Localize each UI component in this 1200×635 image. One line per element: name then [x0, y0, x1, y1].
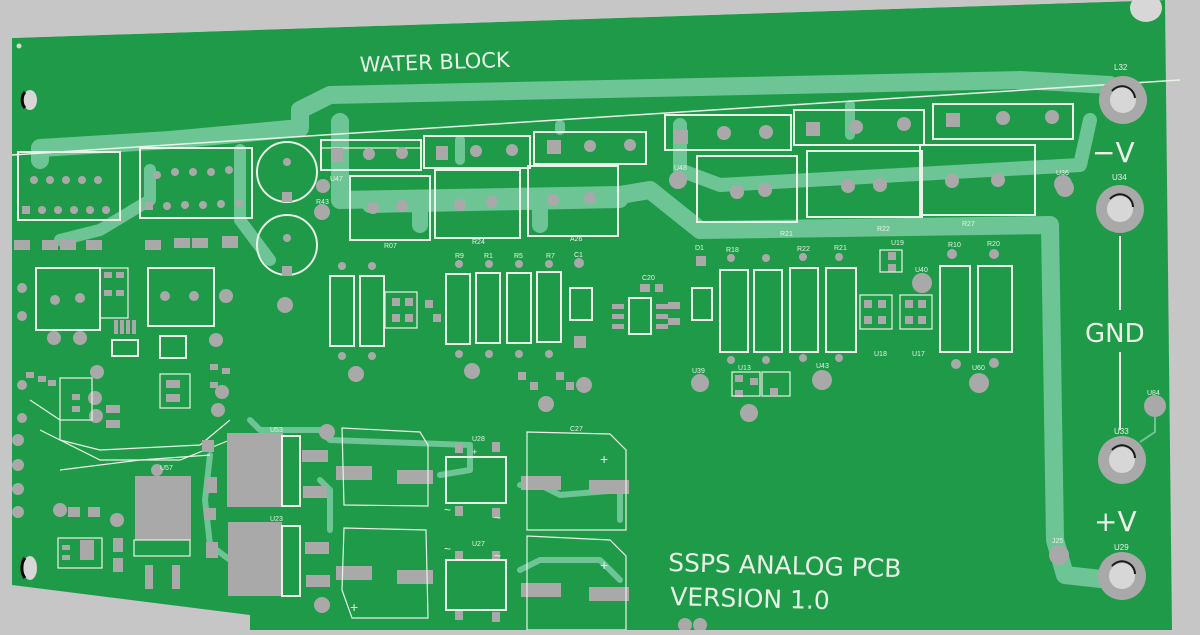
svg-text:+: + [350, 599, 358, 615]
terminal-ref-u33: U33 [1114, 427, 1129, 436]
electrolytic-capacitors [256, 141, 330, 313]
svg-text:U40: U40 [915, 267, 928, 274]
svg-text:C1: C1 [574, 252, 583, 259]
svg-text:R22: R22 [877, 226, 890, 233]
svg-text:+: + [472, 447, 477, 457]
smd-cluster-left [26, 267, 231, 471]
product-version: VERSION 1.0 [670, 582, 830, 615]
board-title: WATER BLOCK [359, 48, 511, 77]
terminal-l32[interactable]: L32 [1099, 63, 1147, 124]
reference-designators: U84 J25 U36 U48 R18 R21 R22 R10 R20 U19 … [160, 165, 1160, 548]
svg-text:R24: R24 [472, 239, 485, 246]
svg-text:R5: R5 [514, 253, 523, 260]
svg-text:R21: R21 [834, 245, 847, 252]
terminal-label-pos: +V [1094, 505, 1137, 538]
terminal-ref-l32: L32 [1114, 63, 1128, 72]
svg-text:U47: U47 [330, 176, 343, 183]
svg-text:~: ~ [444, 542, 451, 556]
svg-text:J25: J25 [1052, 538, 1063, 545]
terminal-u29[interactable]: U29 [1098, 543, 1146, 600]
terminal-label-gnd: GND [1085, 319, 1145, 349]
svg-text:R21: R21 [780, 231, 793, 238]
svg-text:R7: R7 [546, 253, 555, 260]
terminal-u33[interactable]: U33 [1098, 427, 1146, 484]
svg-text:C20: C20 [642, 275, 655, 282]
test-points-right [1049, 175, 1166, 565]
resistor-array-left [329, 249, 1013, 422]
svg-text:R18: R18 [726, 247, 739, 254]
bottom-left-module [53, 476, 191, 589]
svg-text:A26: A26 [570, 236, 583, 243]
svg-text:U13: U13 [738, 365, 751, 372]
terminal-u34[interactable]: U34 [1096, 173, 1144, 233]
svg-text:~: ~ [444, 503, 451, 517]
svg-text:U60: U60 [972, 365, 985, 372]
regulator-row-top [320, 103, 1074, 171]
svg-text:U17: U17 [912, 351, 925, 358]
copper-traces [31, 71, 1129, 589]
svg-text:R07: R07 [384, 243, 397, 250]
svg-text:U27: U27 [472, 541, 485, 548]
power-stage-bottom: + + + + ~ ~ ~ ~ [151, 424, 707, 632]
svg-text:U48: U48 [674, 165, 687, 172]
terminal-ref-u29: U29 [1114, 543, 1129, 552]
svg-text:D1: D1 [695, 245, 704, 252]
svg-text:U53: U53 [270, 427, 283, 434]
svg-text:U19: U19 [891, 240, 904, 247]
terminal-ref-u34: U34 [1112, 173, 1127, 182]
svg-text:+: + [600, 557, 608, 573]
svg-text:C27: C27 [570, 426, 583, 433]
product-name: SSPS ANALOG PCB [668, 548, 902, 583]
mounting-holes [16, 0, 1162, 580]
svg-text:U43: U43 [816, 363, 829, 370]
svg-text:R22: R22 [797, 246, 810, 253]
svg-text:R20: R20 [987, 241, 1000, 248]
edge-pins-left [12, 380, 27, 518]
cut-line [11, 79, 1181, 156]
svg-text:U28: U28 [472, 436, 485, 443]
svg-text:+: + [600, 451, 608, 467]
svg-text:U57: U57 [160, 465, 173, 472]
svg-text:R9: R9 [455, 253, 464, 260]
svg-text:U23: U23 [270, 516, 283, 523]
svg-text:R27: R27 [962, 221, 975, 228]
svg-text:U39: U39 [692, 368, 705, 375]
svg-text:R43: R43 [316, 199, 329, 206]
header-connector-left [14, 147, 253, 331]
svg-text:~: ~ [494, 511, 501, 525]
svg-text:U36: U36 [1056, 170, 1069, 177]
svg-text:R1: R1 [484, 253, 493, 260]
svg-text:U18: U18 [874, 351, 887, 358]
terminal-label-neg: −V [1092, 136, 1135, 169]
svg-text:R10: R10 [948, 242, 961, 249]
svg-text:~: ~ [494, 549, 501, 563]
svg-text:U84: U84 [1147, 390, 1160, 397]
